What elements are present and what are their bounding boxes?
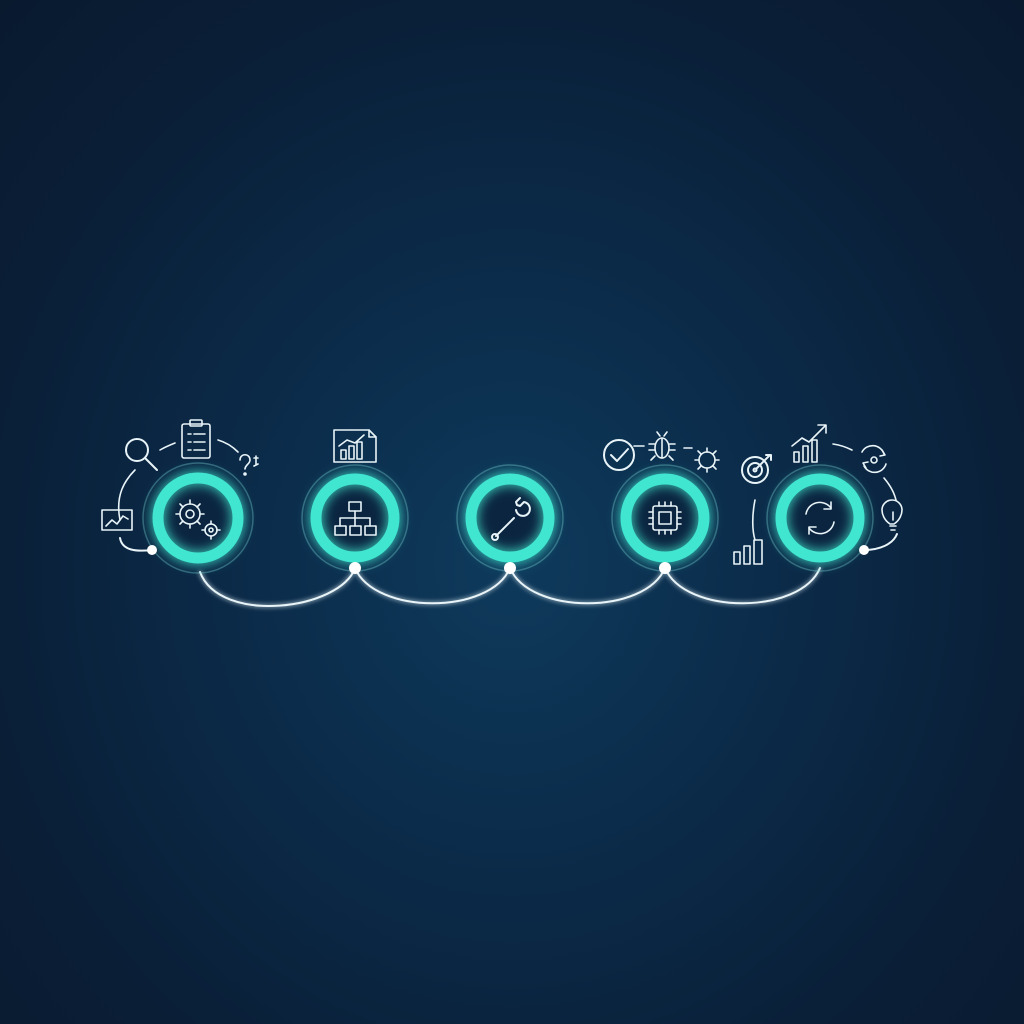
step-3-node[interactable]	[456, 464, 564, 572]
magnifier-icon	[125, 438, 158, 471]
step-5-node[interactable]	[766, 464, 874, 572]
step-1-dot	[147, 545, 157, 555]
checkmark-icon	[603, 439, 635, 471]
arc-5b	[832, 443, 853, 451]
bar-chart-document-icon	[333, 429, 377, 463]
step-1-node[interactable]	[142, 462, 254, 574]
arc-5c	[883, 477, 897, 501]
wrench-icon	[491, 497, 531, 541]
clipboard-icon	[181, 419, 211, 459]
arc-1b	[159, 442, 176, 451]
virus-icon	[694, 447, 720, 473]
growth-chart-icon	[791, 424, 827, 463]
cycle-icon	[861, 444, 887, 474]
step-4-node[interactable]	[611, 464, 719, 572]
arc-1c	[217, 439, 239, 453]
step-5-dot	[859, 545, 869, 555]
question-icon	[239, 453, 259, 476]
step-3-dot	[504, 562, 516, 574]
bug-icon	[648, 431, 676, 461]
target-icon	[741, 454, 772, 484]
refresh-icon	[805, 501, 835, 535]
lightbulb-icon	[881, 499, 903, 531]
trend-chart-icon	[101, 509, 133, 531]
step-4-dot	[659, 562, 671, 574]
hierarchy-icon	[334, 501, 377, 536]
chip-icon	[648, 501, 682, 535]
step-2-node[interactable]	[301, 464, 409, 572]
arc-5a	[751, 499, 756, 541]
step-2-dot	[349, 562, 361, 574]
bar-chart-icon	[733, 539, 763, 565]
arc-1a	[117, 469, 136, 521]
gears-icon	[175, 499, 221, 540]
